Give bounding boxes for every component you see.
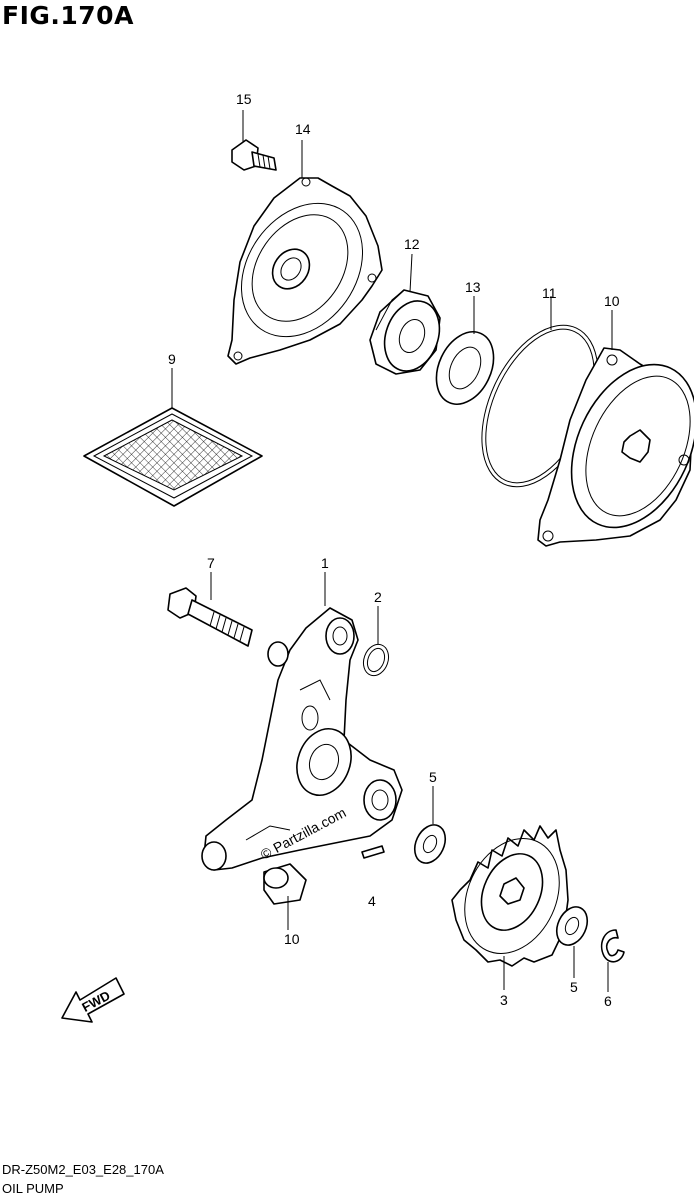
part-7-bolt[interactable] [167,587,253,647]
callout-6: 6 [604,993,612,1009]
callout-8: 10 [284,931,300,947]
part-13-washer[interactable] [425,323,504,414]
diagram-caption: OIL PUMP [2,1181,64,1196]
part-1-pump-body[interactable] [201,607,403,871]
callout-9: 9 [168,351,176,367]
part-4-pin[interactable] [361,845,385,859]
callout-5-upper: 5 [429,769,437,785]
callout-12: 12 [404,236,420,252]
figure-title: FIG.170A [2,1,134,30]
part-10-pump-housing[interactable] [537,344,694,547]
part-2-o-ring[interactable] [359,641,392,679]
diagram-code: DR-Z50M2_E03_E28_170A [2,1162,164,1177]
callout-3: 3 [500,992,508,1008]
callout-13: 13 [465,279,481,295]
callout-15: 15 [236,91,252,107]
fwd-arrow-icon: FWD [61,977,125,1023]
callout-5-lower: 5 [570,979,578,995]
part-5-washer-lower[interactable] [551,902,593,950]
callout-4: 4 [368,893,376,909]
callout-14: 14 [295,121,311,137]
part-8-dowel[interactable] [263,863,307,905]
callout-11: 11 [542,285,557,301]
callout-10: 10 [604,293,620,309]
callout-2: 2 [374,589,382,605]
part-14-pump-cover[interactable] [216,177,387,365]
part-15-bolt[interactable] [231,139,277,171]
fwd-arrow-label: FWD [79,988,112,1015]
part-12-oil-seal[interactable] [369,289,449,379]
callout-1: 1 [321,555,329,571]
part-6-circlip[interactable] [600,929,625,963]
part-5-washer-upper[interactable] [409,820,451,868]
callout-7: 7 [207,555,215,571]
part-9-strainer[interactable] [83,407,263,507]
leader-lines [171,110,613,992]
part-3-gear[interactable] [447,823,577,969]
